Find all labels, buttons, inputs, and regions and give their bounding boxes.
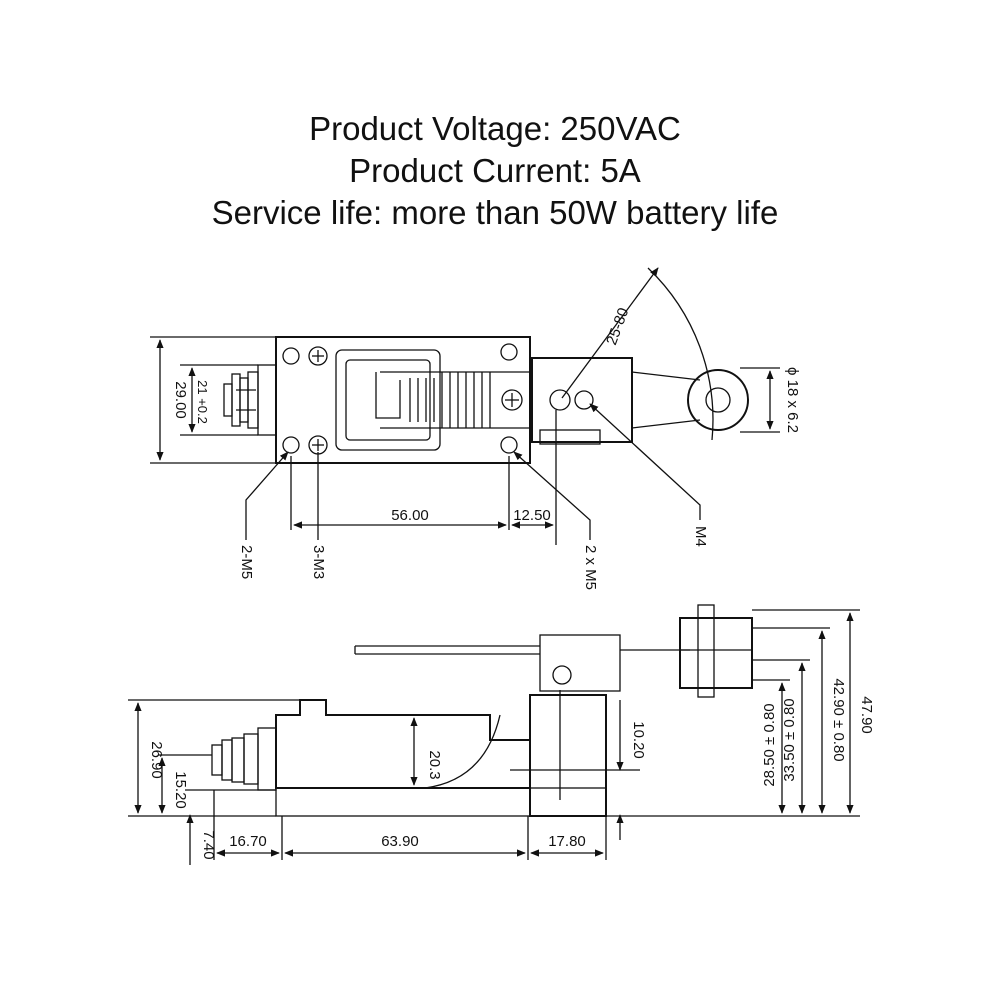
side-roller (679, 617, 753, 689)
label-hole-right: 2 x M5 (582, 545, 599, 590)
dim-length-a: 16.70 (229, 833, 267, 850)
lever-hub (531, 357, 633, 443)
dim-height-lower: 15.20 (172, 771, 189, 809)
dim-arm-height: 20.3 (426, 750, 443, 779)
mount-hole-tl (282, 347, 300, 365)
side-view: 26.90 15.20 7.40 16.70 63.90 17.80 20.3 … (128, 604, 875, 865)
dim-height-body: 26.90 (148, 741, 165, 779)
top-view: 29.00 21 +0.2 56.00 12.50 25-80 ϕ 18 x 6… (150, 267, 801, 590)
arm-arc (647, 267, 714, 441)
shaft-hatch (380, 371, 530, 429)
dim-roller-high: 42.90 ± 0.80 (830, 678, 847, 761)
dim-height-inner: 21 +0.2 (195, 380, 210, 424)
screw-icons (308, 346, 523, 455)
cover (335, 349, 441, 451)
mount-hole-bl (282, 436, 300, 454)
side-plunger (211, 727, 277, 791)
label-screw-arm: M4 (692, 526, 709, 547)
roller (687, 369, 749, 431)
spec-voltage: Product Voltage: 250VAC (309, 110, 681, 147)
side-post (529, 694, 607, 817)
dim-height-total: 29.00 (172, 381, 189, 419)
dim-length-main: 56.00 (391, 507, 429, 524)
dim-length-offset: 12.50 (513, 507, 551, 524)
spec-current: Product Current: 5A (349, 152, 641, 189)
dim-roller-low: 28.50 ± 0.80 (761, 703, 778, 786)
dim-length-b: 63.90 (381, 833, 419, 850)
mount-hole-br (500, 436, 518, 454)
dim-length-c: 17.80 (548, 833, 586, 850)
dim-arm-radius: 25-80 (603, 306, 632, 348)
hub-screw-1 (549, 389, 571, 411)
dim-total-height: 47.90 (858, 696, 875, 734)
hub-screw-2 (574, 390, 594, 410)
dim-lever-height: 10.20 (630, 721, 647, 759)
spec-service-life: Service life: more than 50W battery life (211, 194, 779, 231)
dim-roller-mid: 33.50 ± 0.80 (781, 698, 798, 781)
plunger-boot (223, 364, 277, 436)
mount-hole-tr (500, 343, 518, 361)
dim-height-base: 7.40 (200, 830, 217, 859)
dim-roller: ϕ 18 x 6.2 (784, 367, 801, 433)
label-screw-left: 3-M3 (310, 545, 327, 579)
side-body (275, 699, 531, 789)
side-curve (424, 714, 501, 789)
label-hole-left: 2-M5 (238, 545, 255, 579)
lever-clamp (539, 634, 621, 692)
